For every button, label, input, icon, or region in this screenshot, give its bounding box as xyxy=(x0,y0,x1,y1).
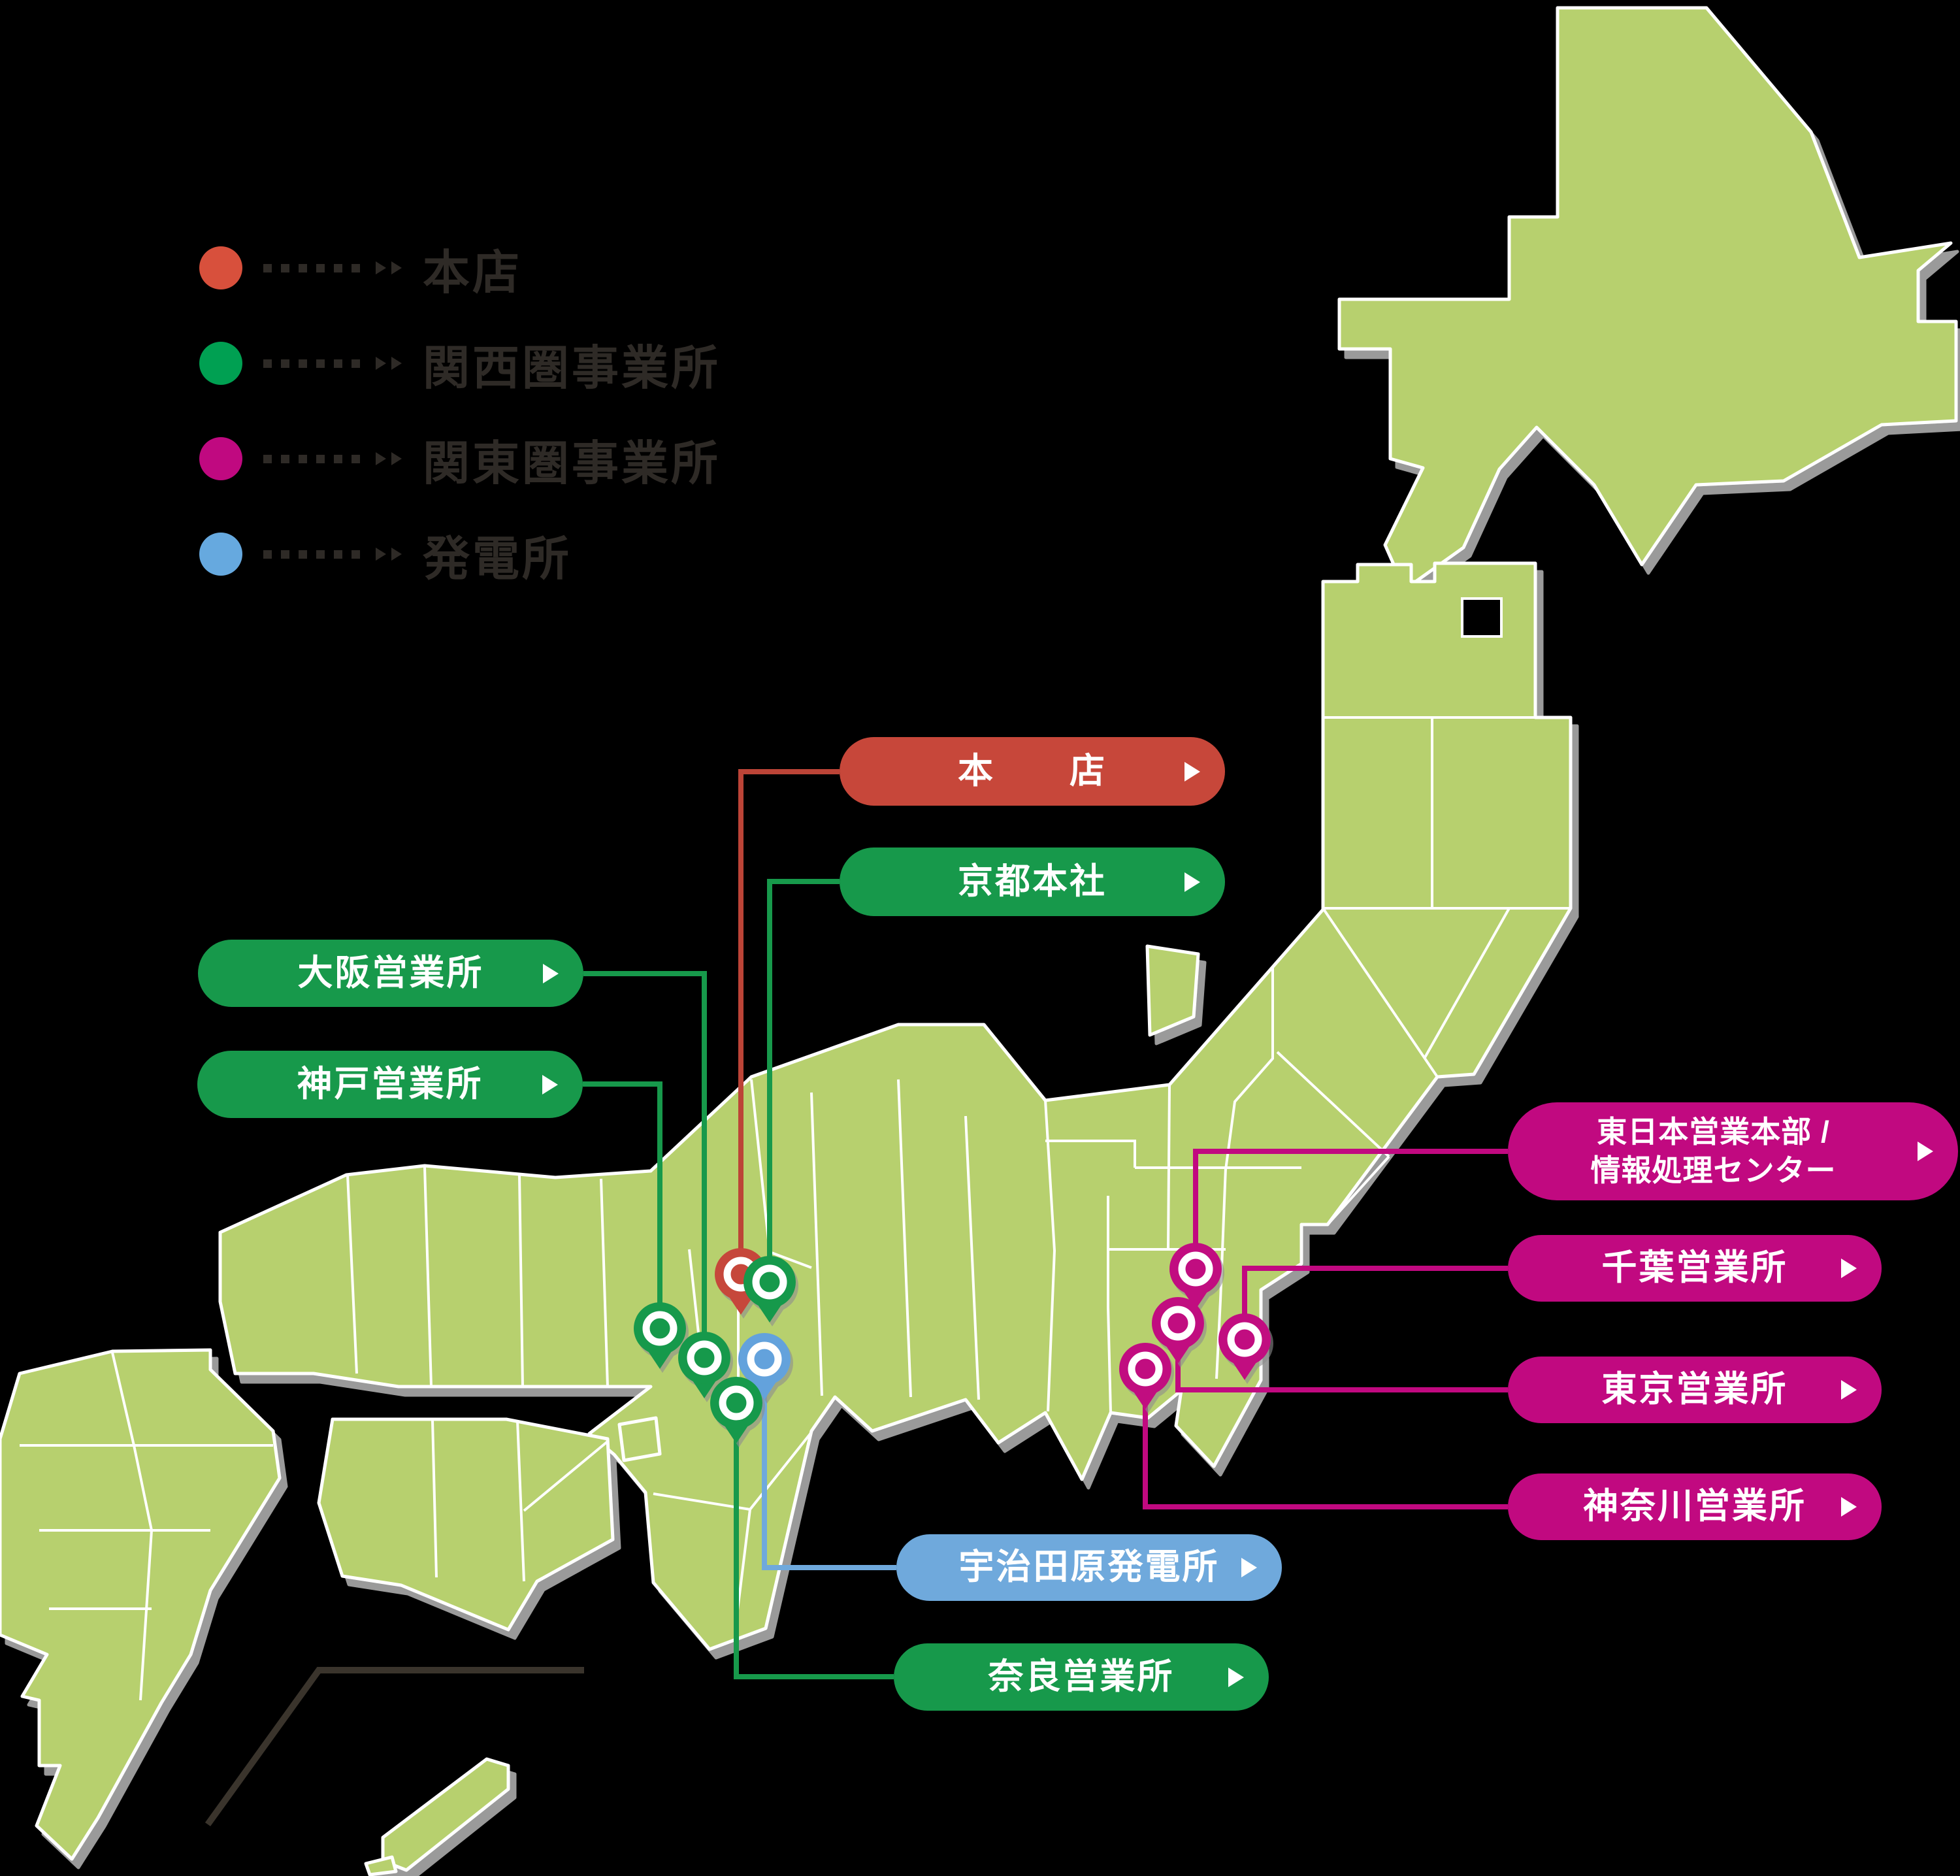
awaji-island-shape xyxy=(617,1416,662,1462)
location-label: 大阪営業所 xyxy=(297,953,484,993)
pin-chiba-icon xyxy=(1218,1313,1271,1380)
arrow-right-icon xyxy=(1918,1142,1933,1161)
connector-kobe xyxy=(583,1081,662,1304)
location-link-nara[interactable]: 奈良営業所 xyxy=(894,1643,1269,1711)
connector-nara xyxy=(734,1426,894,1679)
arrow-right-icon xyxy=(1184,872,1200,892)
legend-item-power-plant: 発電所 xyxy=(199,528,572,585)
location-link-higashi-nihon[interactable]: 東日本営業本部 / 情報処理センター xyxy=(1508,1102,1958,1200)
legend-label: 関東圏事業所 xyxy=(423,437,721,490)
connector-kyoto xyxy=(767,879,840,1258)
location-link-osaka[interactable]: 大阪営業所 xyxy=(198,940,583,1007)
location-label: 奈良営業所 xyxy=(988,1656,1175,1696)
connector-kanagawa xyxy=(1143,1392,1508,1509)
pin-higashi-nihon-icon xyxy=(1169,1243,1222,1309)
okinawa-divider-line xyxy=(204,1667,584,1826)
arrow-right-icon xyxy=(542,1074,558,1094)
location-label: 千葉営業所 xyxy=(1601,1248,1788,1288)
arrow-right-icon xyxy=(1841,1380,1857,1400)
location-label: 神戸営業所 xyxy=(297,1064,483,1104)
location-label: 本 店 xyxy=(958,751,1107,791)
arrow-right-icon xyxy=(543,963,559,983)
legend-leader-line-icon xyxy=(263,547,406,561)
location-label: 神奈川営業所 xyxy=(1583,1487,1806,1526)
location-label: 宇治田原発電所 xyxy=(958,1547,1220,1587)
pin-ujitawara-icon xyxy=(738,1333,791,1400)
mutsu-bay-cut xyxy=(1461,597,1503,638)
location-link-chiba[interactable]: 千葉営業所 xyxy=(1508,1235,1882,1302)
legend-item-head-office: 本店 xyxy=(199,242,522,299)
pin-kobe-icon xyxy=(634,1302,686,1369)
pin-osaka-icon xyxy=(678,1332,730,1398)
arrow-right-icon xyxy=(1841,1259,1857,1278)
location-link-ujitawara[interactable]: 宇治田原発電所 xyxy=(896,1534,1282,1601)
prefecture-borders xyxy=(20,716,1571,1701)
location-link-tokyo[interactable]: 東京営業所 xyxy=(1508,1357,1882,1423)
arrow-right-icon xyxy=(1841,1497,1857,1517)
arrow-right-icon xyxy=(1228,1667,1244,1687)
connector-chiba xyxy=(1242,1266,1508,1316)
pin-tokyo-icon xyxy=(1152,1297,1204,1364)
shikoku-shape xyxy=(317,1417,615,1632)
legend-dot-kansai-icon xyxy=(199,342,242,385)
location-link-kyoto-honsha[interactable]: 京都本社 xyxy=(840,847,1225,916)
connector-lines xyxy=(583,769,1508,1679)
legend-dot-head-office-icon xyxy=(199,246,242,289)
okinawa-shape xyxy=(381,1757,510,1872)
pin-kanagawa-icon xyxy=(1119,1343,1171,1409)
legend-item-kanto-offices: 関東圏事業所 xyxy=(199,433,721,490)
legend-leader-line-icon xyxy=(263,261,406,274)
connector-honten xyxy=(738,769,840,1249)
location-label: 京都本社 xyxy=(958,861,1107,901)
legend-leader-line-icon xyxy=(263,356,406,370)
connector-osaka xyxy=(583,971,707,1333)
arrow-right-icon xyxy=(1184,761,1200,782)
legend-leader-line-icon xyxy=(263,452,406,465)
legend-dot-kanto-icon xyxy=(199,437,242,480)
pin-kyoto-honsha-icon xyxy=(743,1256,796,1323)
sado-island-shape xyxy=(1145,944,1200,1037)
map-pins xyxy=(634,1243,1271,1443)
small-island-shape xyxy=(364,1855,398,1876)
arrow-right-icon xyxy=(1241,1558,1257,1577)
legend-item-kansai-offices: 関西圏事業所 xyxy=(199,337,721,395)
legend-label: 発電所 xyxy=(423,533,572,585)
location-label: 東京営業所 xyxy=(1601,1370,1788,1409)
hokkaido-shape xyxy=(1337,6,1958,591)
location-label: 東日本営業本部 / 情報処理センター xyxy=(1590,1115,1837,1187)
legend-label: 本店 xyxy=(423,246,523,299)
connector-ujitawara xyxy=(762,1384,896,1570)
legend-label: 関西圏事業所 xyxy=(423,342,721,395)
connector-higashi-nihon xyxy=(1193,1149,1508,1245)
kyushu-shape xyxy=(0,1348,282,1861)
location-link-kanagawa[interactable]: 神奈川営業所 xyxy=(1508,1473,1882,1540)
legend-dot-power-plant-icon xyxy=(199,533,242,576)
pin-nara-icon xyxy=(710,1377,762,1443)
location-link-kobe[interactable]: 神戸営業所 xyxy=(197,1051,583,1118)
location-link-honten[interactable]: 本 店 xyxy=(840,737,1225,806)
